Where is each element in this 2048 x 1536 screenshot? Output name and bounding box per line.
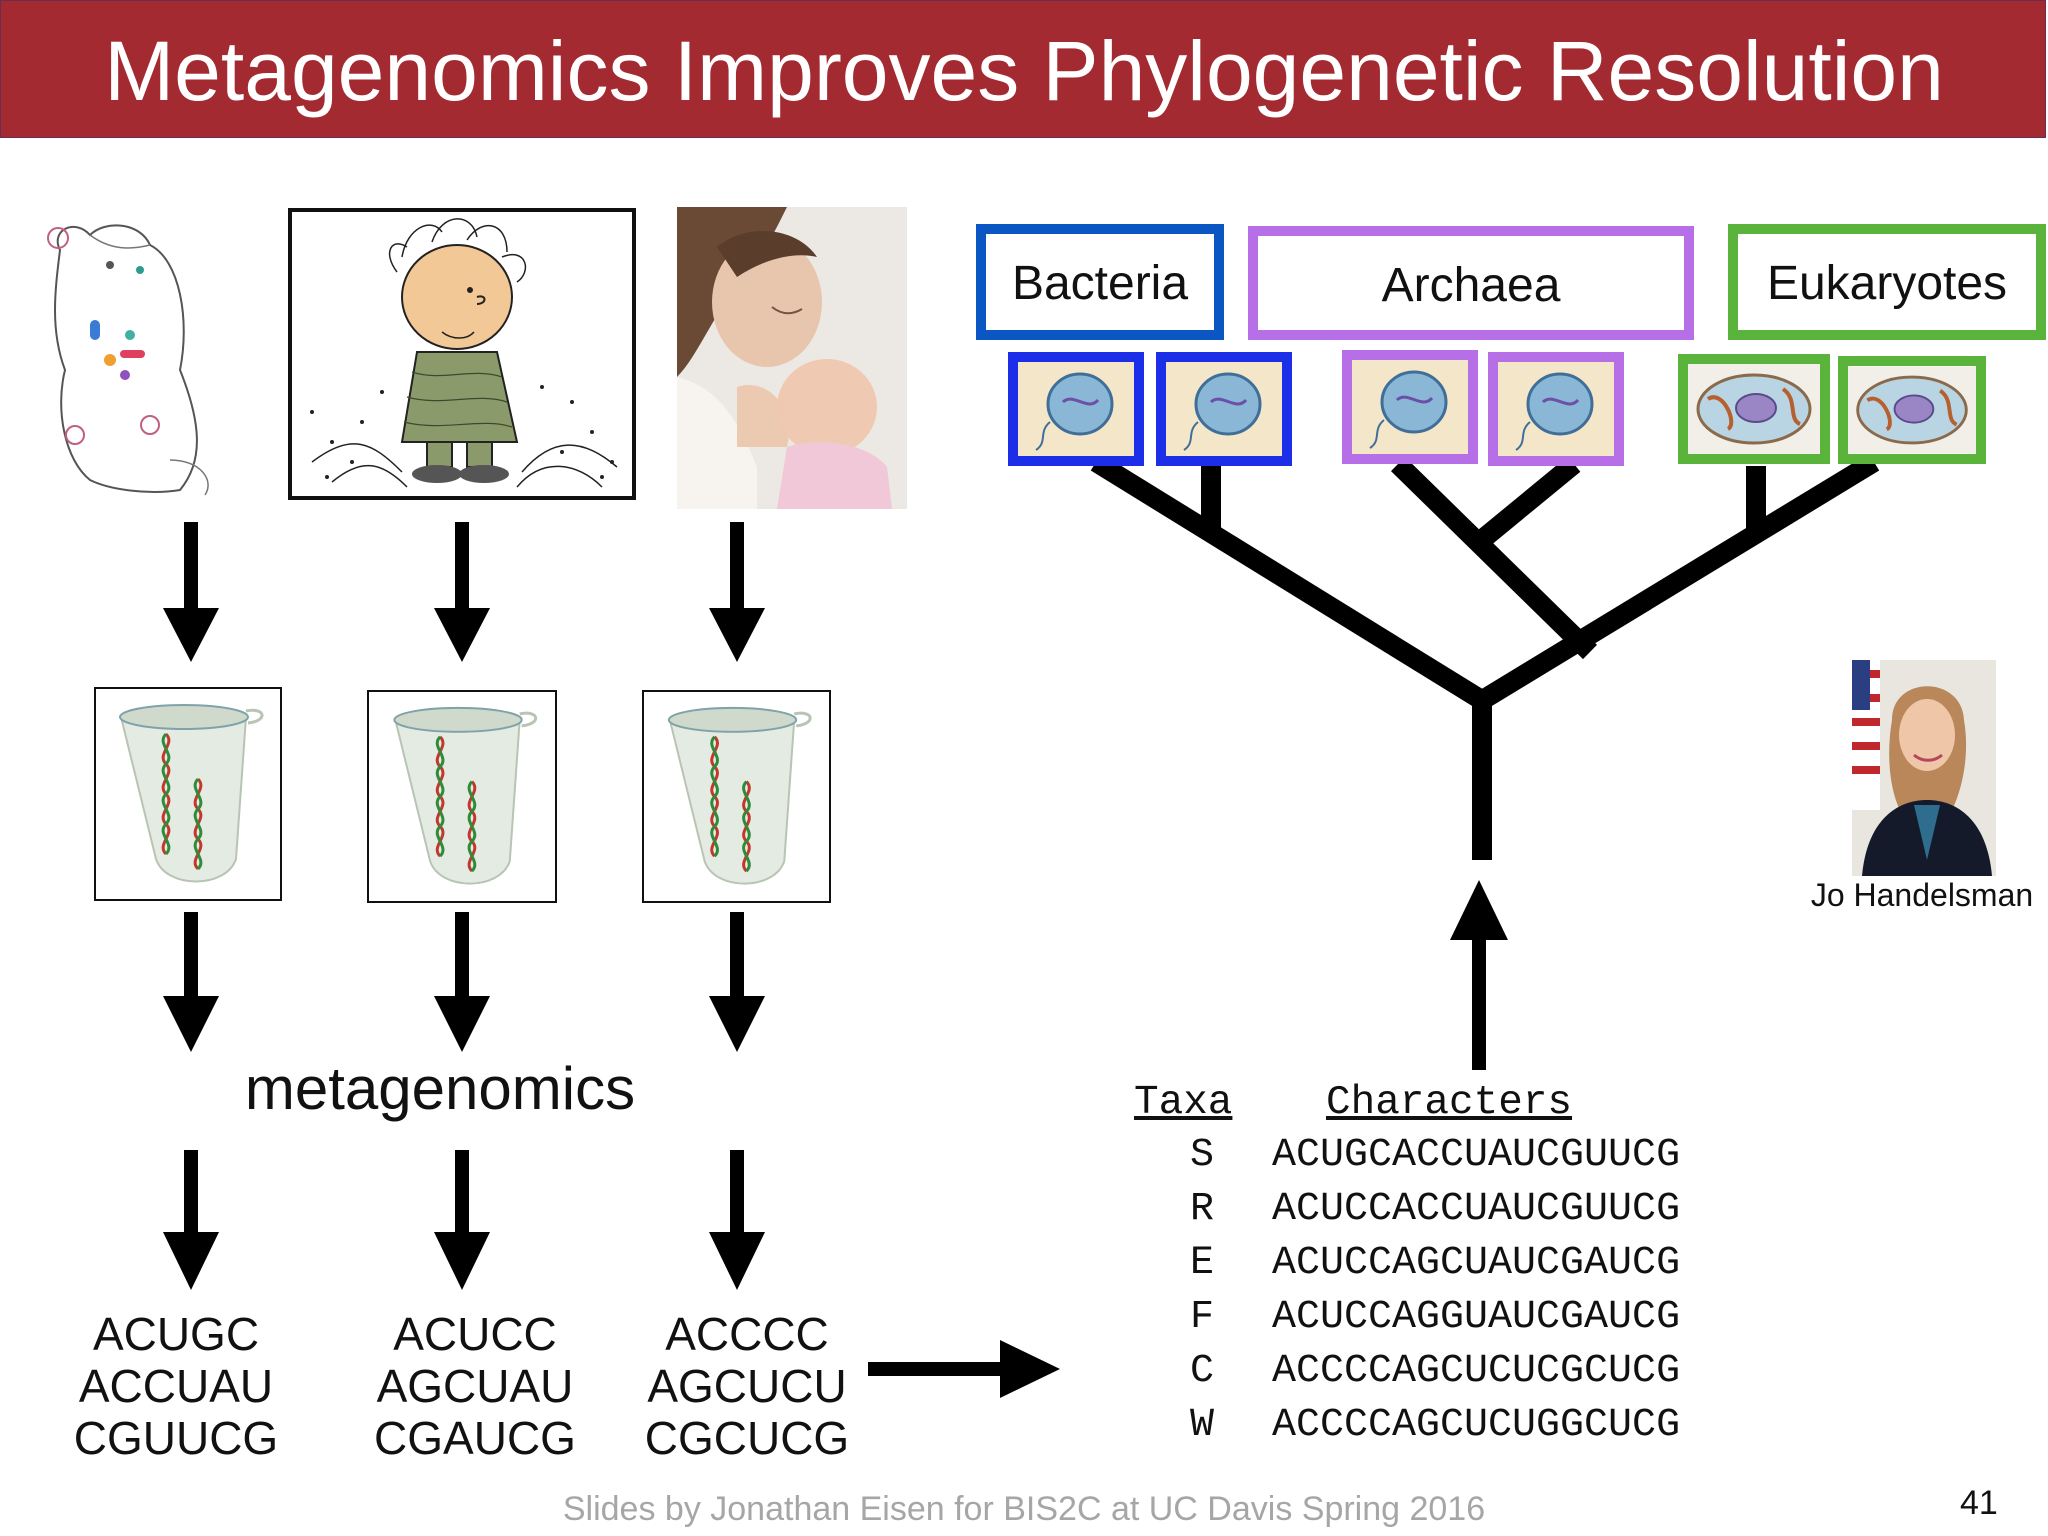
phylogenetic-tree [1090, 453, 1880, 860]
sequence-line: AGCUCU [647, 1360, 847, 1412]
eukaryote-cell-icon [1838, 356, 1986, 464]
dna-tube-icon [94, 687, 282, 901]
characters-header: Characters [1326, 1080, 1573, 1126]
mother-baby-photo-icon [677, 207, 907, 509]
taxon-sequence: ACCCCAGCUCUGGCUCG [1272, 1403, 1681, 1448]
dna-tube-icon [367, 690, 557, 903]
sequence-line: AGCUAU [376, 1360, 574, 1412]
slide-number: 41 [1960, 1484, 1998, 1522]
cat-sketch-icon [30, 210, 230, 500]
domain-box-eukaryotes: Eukaryotes [1728, 224, 2046, 340]
domain-label: Archaea [1381, 259, 1561, 312]
arrow-down-1a [163, 522, 219, 662]
prokaryote-cell-icon [1156, 352, 1292, 466]
arrow-down-2c [434, 1150, 490, 1290]
slide-title: Metagenomics Improves Phylogenetic Resol… [104, 24, 1944, 118]
arrow-down-3b [709, 912, 765, 1052]
domain-label: Eukaryotes [1766, 257, 2008, 310]
footer-credit: Slides by Jonathan Eisen for BIS2C at UC… [562, 1490, 1486, 1528]
portrait-caption: Jo Handelsman [1810, 877, 2034, 913]
arrow-down-3a [709, 522, 765, 662]
domain-box-archaea: Archaea [1248, 226, 1694, 340]
taxon-label: S [1190, 1133, 1215, 1178]
metagenomics-label: metagenomics [244, 1055, 636, 1122]
title-bar [0, 0, 2046, 138]
sequence-line: CGAUCG [374, 1412, 576, 1464]
dna-tube-icon [642, 690, 831, 903]
taxon-sequence: ACCCCAGCUCUCGCUCG [1272, 1349, 1681, 1394]
eukaryote-cell-icon [1678, 354, 1830, 464]
sequence-line: ACCUAU [78, 1360, 274, 1412]
taxon-sequence: ACUCCACCUAUCGUUCG [1272, 1187, 1681, 1232]
taxon-label: E [1190, 1241, 1215, 1286]
domain-box-bacteria: Bacteria [976, 224, 1224, 340]
sequence-line: ACCCC [665, 1308, 829, 1360]
sequence-line: CGCUCG [644, 1412, 850, 1464]
taxon-label: R [1190, 1187, 1215, 1232]
taxon-sequence: ACUGCACCUAUCGUUCG [1272, 1133, 1681, 1178]
sequence-line: ACUGC [92, 1308, 260, 1360]
sequence-line: ACUCC [393, 1308, 557, 1360]
taxon-label: C [1190, 1349, 1215, 1394]
arrow-down-3c [709, 1150, 765, 1290]
arrow-down-1c [163, 1150, 219, 1290]
arrow-right [868, 1340, 1060, 1398]
domain-label: Bacteria [1011, 257, 1189, 310]
prokaryote-cell-icon [1342, 350, 1478, 464]
prokaryote-cell-icon [1008, 352, 1144, 466]
taxon-label: W [1190, 1403, 1215, 1448]
pigpen-cartoon-icon [288, 208, 636, 500]
prokaryote-cell-icon [1488, 352, 1624, 466]
arrow-down-2a [434, 522, 490, 662]
taxa-header: Taxa [1134, 1080, 1233, 1126]
taxon-label: F [1190, 1295, 1215, 1340]
portrait-photo-icon [1852, 660, 1996, 876]
taxon-sequence: ACUCCAGGUAUCGAUCG [1272, 1295, 1681, 1340]
arrow-down-2b [434, 912, 490, 1052]
sequence-line: CGUUCG [73, 1412, 279, 1464]
arrow-down-1b [163, 912, 219, 1052]
taxon-sequence: ACUCCAGCUAUCGAUCG [1272, 1241, 1681, 1286]
arrow-up [1450, 880, 1508, 1070]
